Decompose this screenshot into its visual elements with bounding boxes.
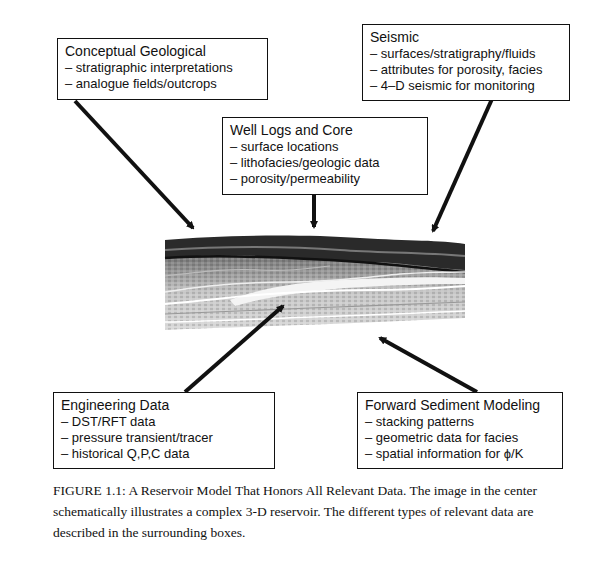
box-item: – stratigraphic interpretations — [65, 60, 260, 76]
box-item: – attributes for porosity, facies — [370, 62, 562, 78]
figure-caption: FIGURE 1.1: A Reservoir Model That Honor… — [53, 480, 563, 543]
data-box: Engineering Data– DST/RFT data– pressure… — [53, 392, 275, 469]
box-item: – geometric data for facies — [365, 430, 555, 446]
box-item: – 4–D seismic for monitoring — [370, 78, 562, 94]
box-item: – porosity/permeability — [230, 171, 420, 187]
data-box: Conceptual Geological– stratigraphic int… — [57, 38, 268, 100]
data-box: Well Logs and Core– surface locations– l… — [222, 117, 428, 195]
box-item: – spatial information for ϕ/K — [365, 446, 555, 462]
box-heading: Conceptual Geological — [65, 42, 260, 60]
data-box: Seismic– surfaces/stratigraphy/fluids– a… — [362, 24, 570, 101]
box-item: – stacking patterns — [365, 414, 555, 430]
box-item: – DST/RFT data — [61, 414, 267, 430]
box-heading: Engineering Data — [61, 396, 267, 414]
box-heading: Well Logs and Core — [230, 121, 420, 139]
box-item: – surfaces/stratigraphy/fluids — [370, 46, 562, 62]
box-item: – lithofacies/geologic data — [230, 155, 420, 171]
box-heading: Seismic — [370, 28, 562, 46]
box-item: – analogue fields/outcrops — [65, 76, 260, 92]
box-item: – pressure transient/tracer — [61, 430, 267, 446]
box-item: – surface locations — [230, 139, 420, 155]
box-item: – historical Q,P,C data — [61, 446, 267, 462]
box-heading: Forward Sediment Modeling — [365, 396, 555, 414]
data-box: Forward Sediment Modeling– stacking patt… — [357, 392, 563, 469]
